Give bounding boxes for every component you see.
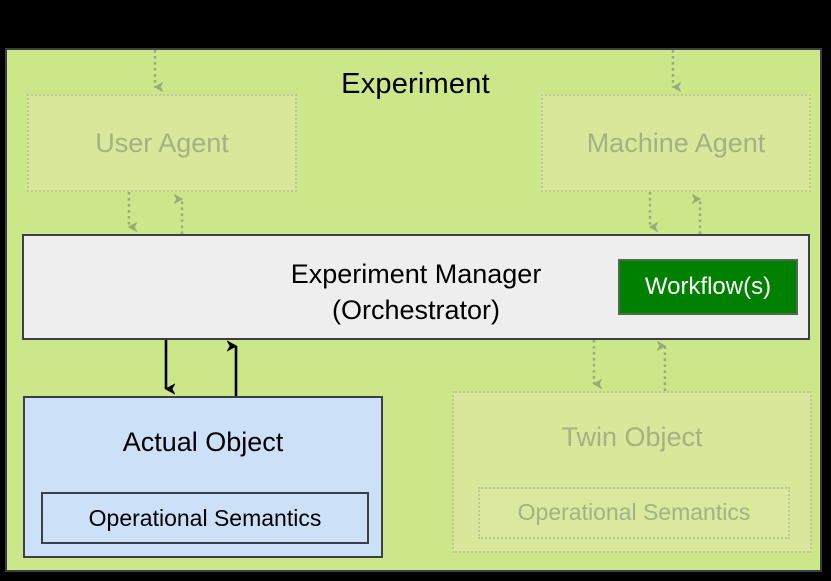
experiment-container: Experiment bbox=[5, 48, 822, 572]
node-actual-object-operational-semantics[interactable]: Operational Semantics bbox=[41, 492, 369, 544]
experiment-title: Experiment bbox=[341, 68, 490, 100]
experiment-manager-title-line2: (Orchestrator) bbox=[331, 295, 501, 325]
node-experiment-manager[interactable]: Experiment Manager (Orchestrator) Workfl… bbox=[22, 234, 810, 340]
twin-object-semantics-label: Operational Semantics bbox=[517, 499, 751, 525]
workflows-label: Workflow(s) bbox=[644, 273, 772, 300]
experiment-manager-title: Experiment Manager (Orchestrator) bbox=[24, 256, 808, 328]
node-actual-object[interactable]: Actual Object Operational Semantics bbox=[23, 396, 383, 558]
machine-agent-label: Machine Agent bbox=[586, 128, 766, 158]
experiment-manager-title-line1: Experiment Manager bbox=[290, 259, 542, 289]
actual-object-label: Actual Object bbox=[122, 427, 284, 457]
node-user-agent[interactable]: User Agent bbox=[27, 94, 297, 192]
node-workflows[interactable]: Workflow(s) bbox=[618, 259, 798, 315]
node-twin-object[interactable]: Twin Object Operational Semantics bbox=[452, 391, 812, 553]
user-agent-label: User Agent bbox=[95, 128, 229, 158]
twin-object-label: Twin Object bbox=[561, 422, 703, 452]
actual-object-semantics-label: Operational Semantics bbox=[88, 505, 322, 531]
node-machine-agent[interactable]: Machine Agent bbox=[541, 94, 811, 192]
node-twin-object-operational-semantics[interactable]: Operational Semantics bbox=[478, 487, 790, 539]
